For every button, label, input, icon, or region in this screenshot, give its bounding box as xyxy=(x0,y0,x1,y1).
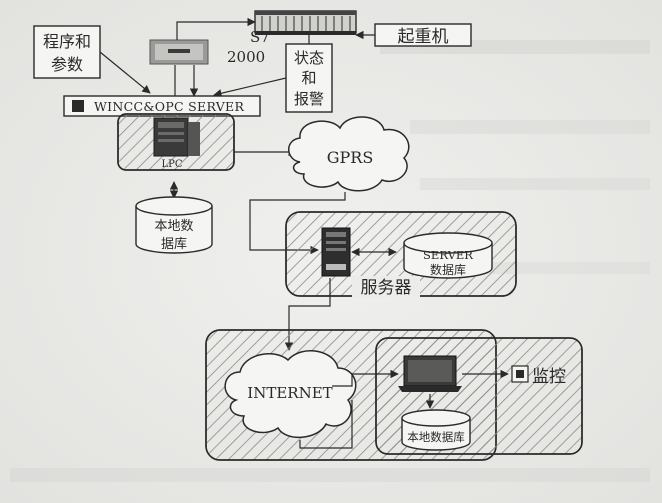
svg-text:SERVER: SERVER xyxy=(423,248,473,262)
crane-label: 起重机 xyxy=(398,27,449,47)
plc-computer-icon: LPC xyxy=(153,117,200,170)
program-params-box: 程序和 参数 xyxy=(33,25,101,79)
program-to-wincc-arrow xyxy=(99,51,151,94)
internet-label: INTERNET xyxy=(247,384,332,402)
svg-text:状态: 状态 xyxy=(294,49,324,67)
plc-label: LPC xyxy=(161,159,182,170)
svg-text:本地数: 本地数 xyxy=(154,219,193,234)
monitor-camera-icon: 监控 xyxy=(511,365,566,387)
internet-cloud: INTERNET xyxy=(224,350,357,439)
svg-text:本地数据库: 本地数据库 xyxy=(407,430,465,444)
internet-loop-line xyxy=(299,400,353,449)
gprs-to-server-link xyxy=(249,192,346,255)
gprs-cloud: GPRS xyxy=(288,116,410,192)
svg-text:S7: S7 xyxy=(250,28,270,46)
gprs-label: GPRS xyxy=(327,148,374,167)
terminal-to-rack-arrow xyxy=(176,17,256,40)
wincc-opc-server-bar: WINCC&OPC SERVER xyxy=(63,95,261,117)
laptop-icon xyxy=(398,355,462,392)
plc-model-label: S7 2000 xyxy=(227,28,270,66)
svg-text:据库: 据库 xyxy=(161,236,187,252)
local-db-top: 本地数 据库 xyxy=(135,196,213,254)
svg-text:程序和: 程序和 xyxy=(43,32,91,51)
background-bleed-text xyxy=(10,40,650,482)
server-db-cylinder: SERVER 数据库 xyxy=(403,232,493,279)
server-label-backdrop xyxy=(352,276,420,298)
monitor-label: 监控 xyxy=(532,367,566,387)
plc-rack xyxy=(254,10,357,35)
status-alarm-box: 状态 和 报警 xyxy=(285,43,333,113)
svg-text:和: 和 xyxy=(301,69,316,87)
svg-text:参数: 参数 xyxy=(51,55,83,74)
crane-box: 起重机 xyxy=(374,23,472,47)
server-label: 服务器 xyxy=(361,278,412,298)
server-tower-icon xyxy=(321,227,351,277)
svg-text:报警: 报警 xyxy=(294,90,324,108)
svg-text:WINCC&OPC SERVER: WINCC&OPC SERVER xyxy=(94,99,244,114)
svg-text:2000: 2000 xyxy=(227,48,265,66)
internet-to-laptop-arrow xyxy=(332,369,399,387)
local-db-bottom: 本地数据库 xyxy=(401,409,471,451)
plc-terminal-icon xyxy=(149,39,209,65)
server-to-internet-link xyxy=(284,278,331,351)
status-to-wincc-arrow xyxy=(213,77,287,98)
svg-text:数据库: 数据库 xyxy=(430,262,466,277)
